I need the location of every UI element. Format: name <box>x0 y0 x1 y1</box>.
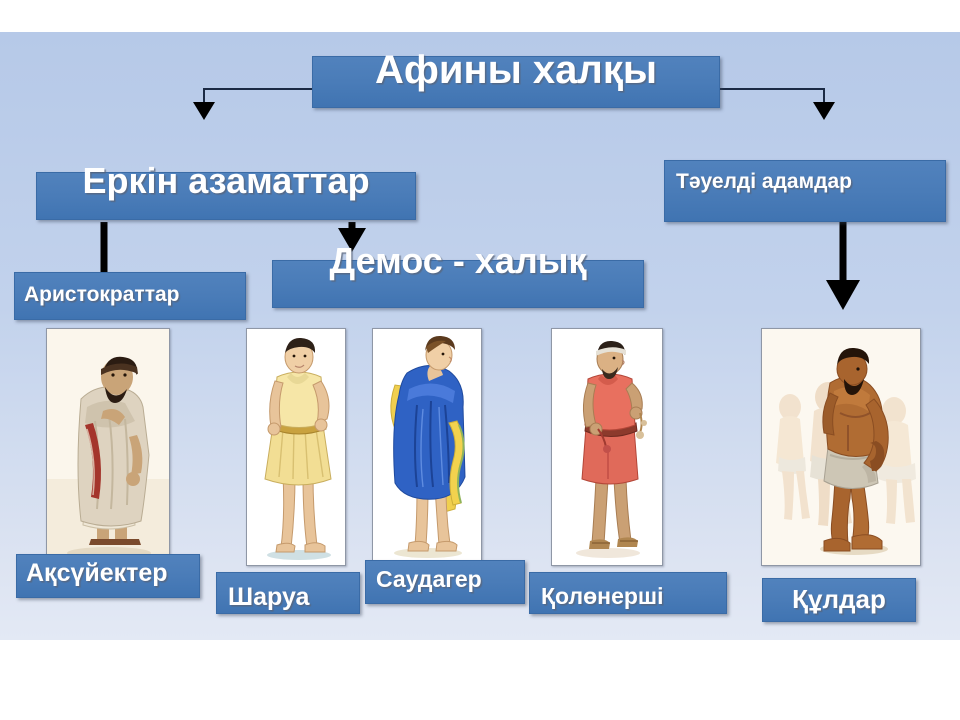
node-nobles[interactable] <box>16 554 200 598</box>
figure-frame-merchant <box>372 328 482 566</box>
merchant-figure <box>373 329 481 565</box>
arrowhead-free-citizens <box>193 102 215 120</box>
figure-frame-slaves <box>761 328 921 566</box>
node-free-citizens[interactable] <box>36 172 416 220</box>
arrowhead-slaves <box>826 280 860 310</box>
figure-frame-aristocrat <box>46 328 170 566</box>
node-demos[interactable] <box>272 260 644 308</box>
craftsman-figure <box>552 329 662 565</box>
peasant-figure <box>247 329 345 565</box>
slaves-figure <box>762 329 920 565</box>
slide-canvas: Афины халқы Еркін азаматтар Тәуелді адам… <box>0 32 960 640</box>
arrowhead-dependent-people <box>813 102 835 120</box>
figure-frame-peasant <box>246 328 346 566</box>
node-aristocrats[interactable] <box>14 272 246 320</box>
node-athens-population[interactable] <box>312 56 720 108</box>
aristocrat-figure <box>47 329 169 565</box>
figure-frame-craftsman <box>551 328 663 566</box>
node-slaves[interactable] <box>762 578 916 622</box>
node-merchant[interactable] <box>365 560 525 604</box>
node-craftsman[interactable] <box>529 572 727 614</box>
node-peasant[interactable] <box>216 572 360 614</box>
node-dependent-people[interactable] <box>664 160 946 222</box>
arrowhead-demos <box>338 228 366 252</box>
